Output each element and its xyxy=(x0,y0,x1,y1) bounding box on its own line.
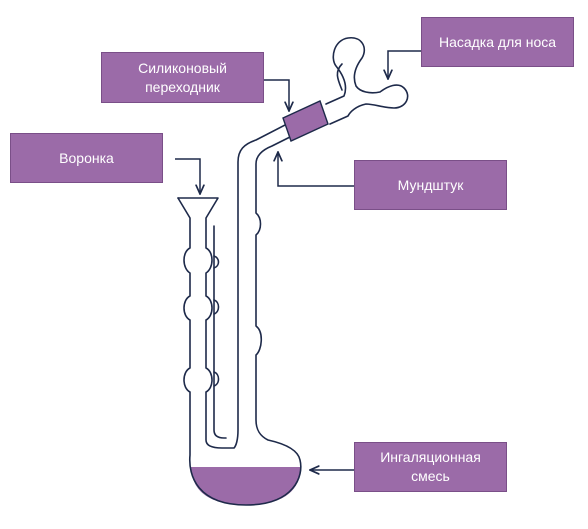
silicone-adapter-arrow xyxy=(264,79,289,111)
funnel-arrow xyxy=(175,158,200,194)
inner-tube xyxy=(213,225,227,439)
mouthpiece-arrow xyxy=(278,152,354,187)
inner-tube-bulbs xyxy=(213,255,220,387)
label-inhalation-mix: Ингаляционная смесь xyxy=(354,442,507,492)
label-nose-attachment: Насадка для носа xyxy=(421,17,574,67)
funnel-inner-outline xyxy=(177,135,302,506)
silicone-adapter-shape xyxy=(282,100,329,142)
label-funnel-text: Воронка xyxy=(59,149,114,166)
label-funnel: Воронка xyxy=(10,133,163,183)
label-nose-attachment-text: Насадка для носа xyxy=(438,33,557,50)
label-silicone-adapter: Силиконовый переходник xyxy=(101,52,264,103)
label-silicone-adapter-line1: Силиконовый xyxy=(138,59,227,76)
label-mouthpiece: Мундштук xyxy=(354,160,507,210)
label-mouthpiece-text: Мундштук xyxy=(397,176,464,193)
label-inhalation-mix-line1: Ингаляционная xyxy=(380,449,481,465)
inhalation-liquid xyxy=(191,467,301,505)
nose-attachment-outline xyxy=(325,37,409,125)
label-inhalation-mix-line2: смесь xyxy=(411,468,450,484)
nose-attachment-inner xyxy=(336,63,343,91)
funnel-tube-outline xyxy=(177,123,288,449)
nose-attachment-arrow xyxy=(388,50,421,79)
label-silicone-adapter-line2: переходник xyxy=(145,78,220,95)
